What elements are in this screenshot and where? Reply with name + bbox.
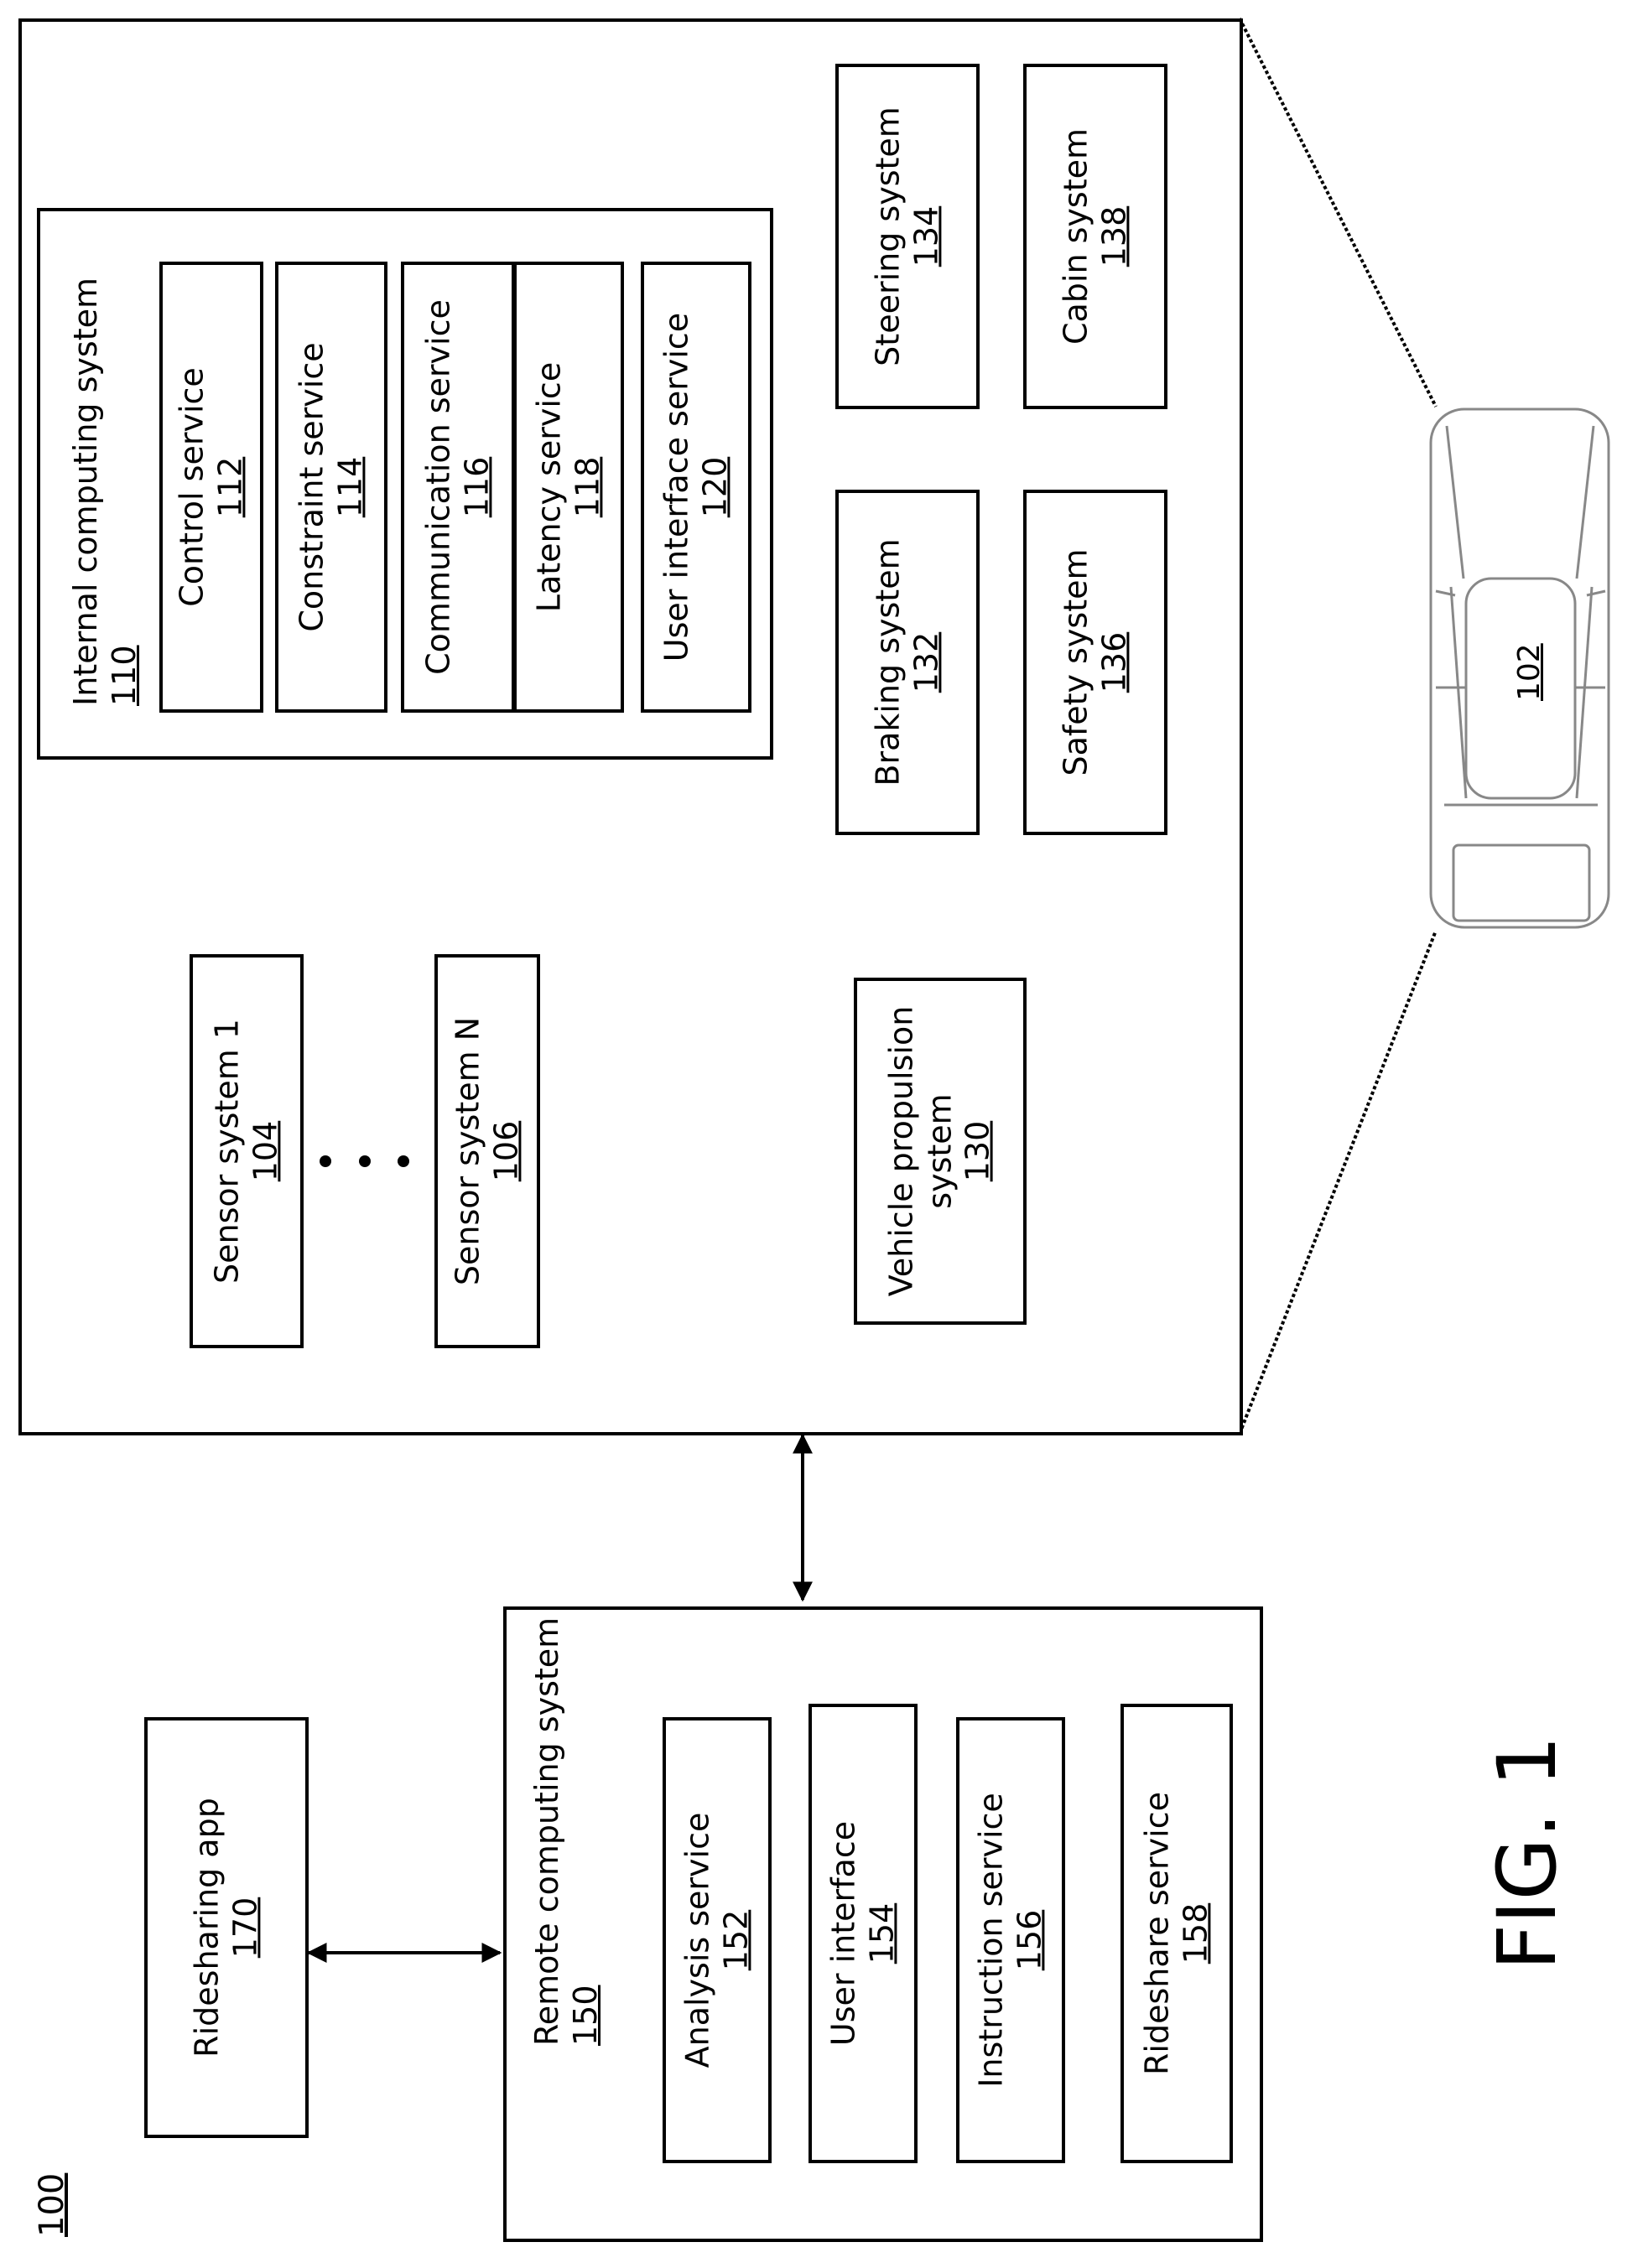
ridesharing-app: Ridesharing app170 — [144, 1717, 309, 2138]
communication-service-ref: 116 — [458, 299, 497, 675]
propulsion-label-line1: Vehicle propulsion — [883, 1006, 922, 1297]
steering-system-ref: 134 — [907, 106, 946, 366]
remote-computing-label: Remote computing system — [528, 1617, 567, 2046]
ellipsis-dot — [398, 1155, 409, 1167]
ellipsis-dot — [320, 1155, 331, 1167]
instruction-service-ref: 156 — [1011, 1793, 1049, 2088]
remote-computing-ref: 150 — [567, 1617, 606, 2046]
communication-service-label: Communication service — [419, 299, 458, 675]
sensor-system-1-ref: 104 — [247, 1019, 285, 1284]
sensor-system-n: Sensor system N106 — [434, 954, 540, 1348]
instruction-service: Instruction service156 — [956, 1717, 1065, 2163]
latency-service-ref: 118 — [569, 362, 607, 612]
propulsion-ref: 130 — [959, 1006, 998, 1297]
communication-service: Communication service116 — [401, 262, 515, 713]
figure-caption: FIG. 1 — [1479, 1736, 1576, 1970]
internal-computing-label: Internal computing system — [67, 278, 106, 706]
user-interface-ref: 154 — [863, 1821, 902, 2046]
user-interface-label: User interface — [824, 1821, 863, 2046]
sensor-system-n-ref: 106 — [487, 1017, 526, 1285]
constraint-service: Constraint service114 — [275, 262, 387, 713]
safety-system: Safety system136 — [1023, 490, 1167, 835]
figure-ref: 100 — [32, 2173, 72, 2237]
rideshare-service: Rideshare service158 — [1120, 1704, 1233, 2163]
propulsion-label-line2: system — [921, 1006, 959, 1297]
steering-system: Steering system134 — [835, 64, 980, 409]
rideshare-service-label: Rideshare service — [1138, 1792, 1177, 2075]
steering-system-label: Steering system — [869, 106, 907, 366]
braking-system: Braking system132 — [835, 490, 980, 835]
user-interface-service-ref: 120 — [696, 313, 735, 662]
user-interface: User interface154 — [809, 1704, 918, 2163]
analysis-service-ref: 152 — [717, 1813, 756, 2068]
vehicle-ref: 102 — [1511, 643, 1547, 701]
ridesharing-app-label: Ridesharing app — [188, 1798, 226, 2058]
internal-computing-ref: 110 — [106, 278, 144, 706]
ellipsis-dot — [359, 1155, 371, 1167]
zoom-line-bottom — [1240, 931, 1436, 1434]
latency-service: Latency service118 — [513, 262, 624, 713]
constraint-service-ref: 114 — [331, 342, 370, 631]
control-service: Control service112 — [159, 262, 263, 713]
cabin-system-ref: 138 — [1095, 128, 1134, 345]
safety-system-ref: 136 — [1095, 548, 1134, 776]
sensor-system-1: Sensor system 1104 — [190, 954, 304, 1348]
ridesharing-app-ref: 170 — [226, 1798, 265, 2058]
constraint-service-label: Constraint service — [293, 342, 331, 631]
user-interface-service-label: User interface service — [658, 313, 696, 662]
sensor-system-n-label: Sensor system N — [449, 1017, 487, 1285]
analysis-service: Analysis service152 — [663, 1717, 772, 2163]
user-interface-service: User interface service120 — [641, 262, 751, 713]
control-service-ref: 112 — [211, 367, 250, 607]
latency-service-label: Latency service — [530, 362, 569, 612]
zoom-line-top — [1240, 18, 1436, 407]
rideshare-service-ref: 158 — [1177, 1792, 1215, 2075]
cabin-system-label: Cabin system — [1057, 128, 1095, 345]
sensor-system-1-label: Sensor system 1 — [208, 1019, 247, 1284]
braking-system-ref: 132 — [907, 538, 946, 786]
safety-system-label: Safety system — [1057, 548, 1095, 776]
control-service-label: Control service — [173, 367, 211, 607]
analysis-service-label: Analysis service — [679, 1813, 717, 2068]
braking-system-label: Braking system — [869, 538, 907, 786]
instruction-service-label: Instruction service — [972, 1793, 1011, 2088]
vehicle-propulsion-system: Vehicle propulsion system 130 — [854, 978, 1027, 1325]
cabin-system: Cabin system138 — [1023, 64, 1167, 409]
